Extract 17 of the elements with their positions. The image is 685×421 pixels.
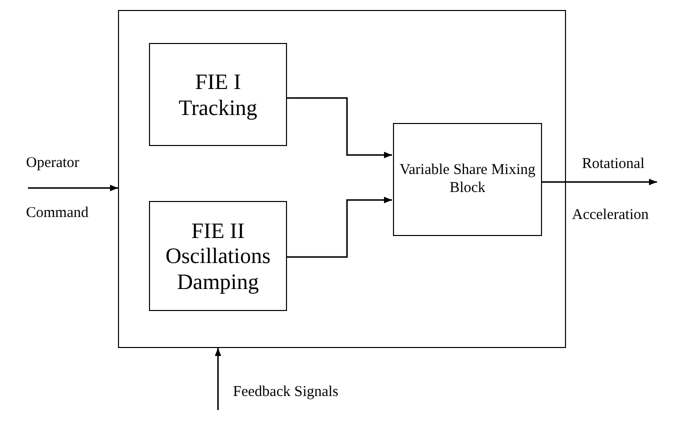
system-box xyxy=(118,10,566,348)
arrow xyxy=(541,178,657,186)
arrow xyxy=(286,97,392,158)
block-box xyxy=(149,201,287,311)
signal-label: Acceleration xyxy=(572,207,649,224)
block-box xyxy=(393,123,542,236)
arrow xyxy=(286,196,392,258)
signal-label: Operator xyxy=(26,155,80,172)
arrow xyxy=(28,184,118,192)
block-box xyxy=(149,43,287,146)
signal-label: Rotational xyxy=(582,156,644,173)
block-label: FIE I Tracking xyxy=(178,69,258,120)
block-label: Variable Share Mixing Block xyxy=(398,162,536,197)
arrow xyxy=(214,348,222,410)
signal-label: Feedback Signals xyxy=(233,384,338,401)
block-label: FIE II Oscillations Damping xyxy=(164,218,272,294)
signal-label: Command xyxy=(26,205,88,222)
